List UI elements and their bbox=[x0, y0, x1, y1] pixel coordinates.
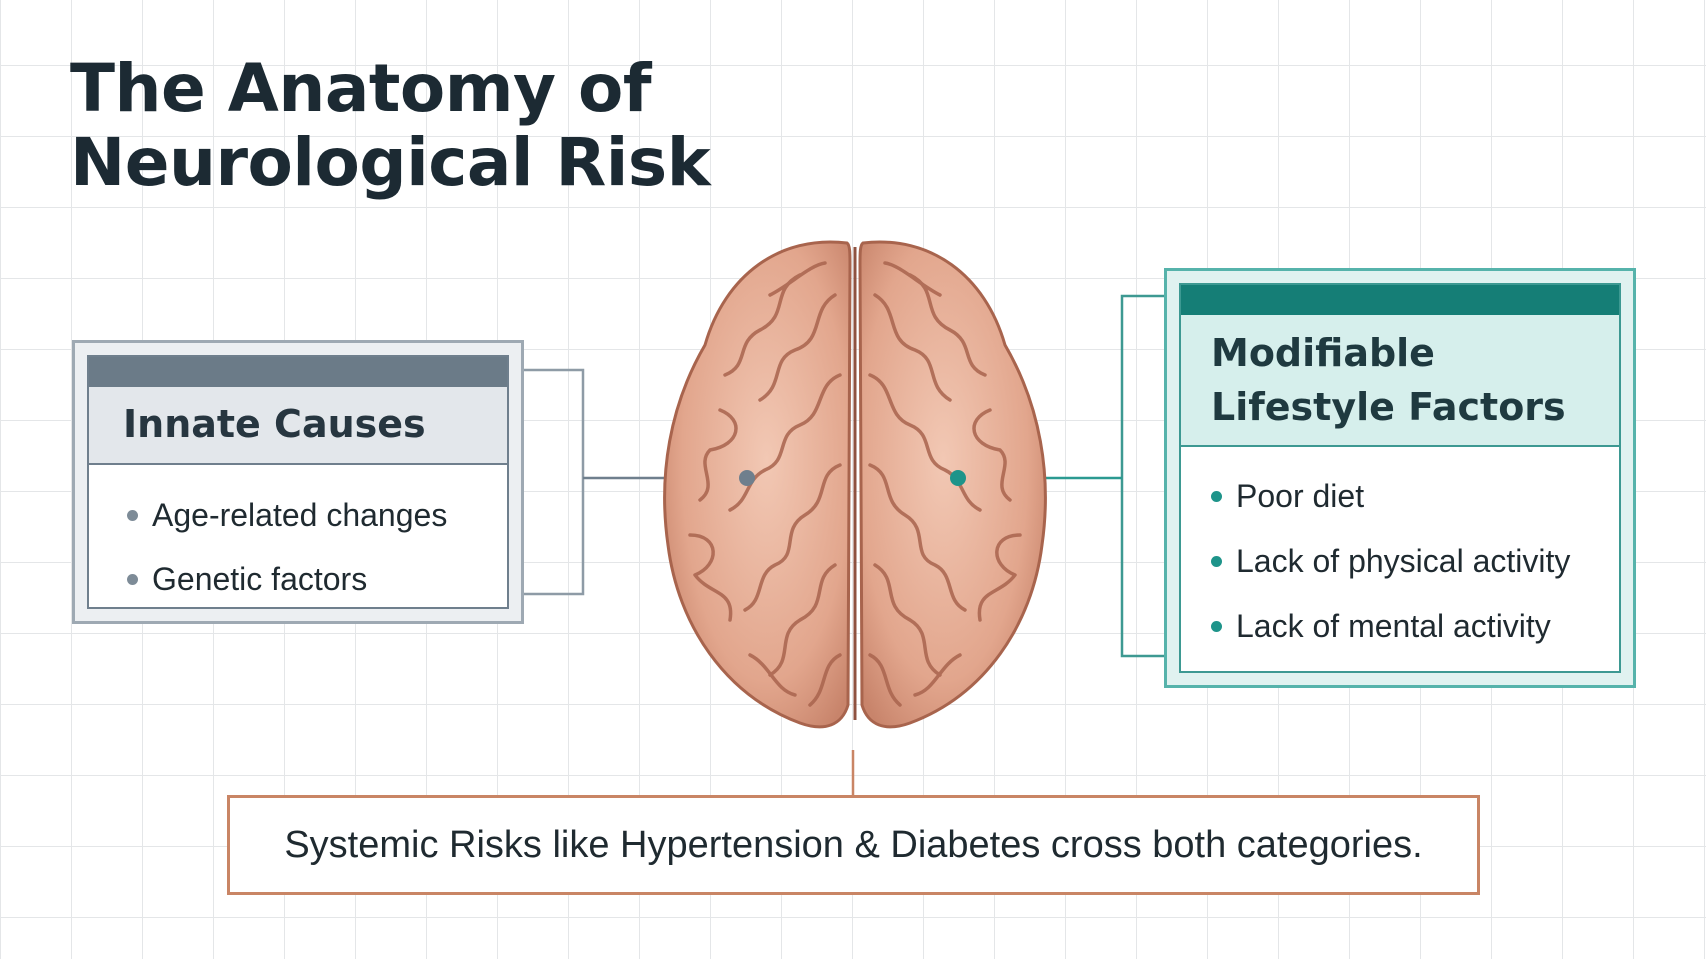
innate-header-bar bbox=[89, 357, 507, 387]
modifiable-header-bar bbox=[1181, 285, 1619, 315]
modifiable-list: Poor diet Lack of physical activity Lack… bbox=[1181, 447, 1619, 659]
modifiable-header: Modifiable Lifestyle Factors bbox=[1181, 315, 1619, 447]
innate-causes-panel: Innate Causes Age-related changes Geneti… bbox=[87, 355, 509, 609]
innate-list: Age-related changes Genetic factors bbox=[89, 465, 507, 611]
systemic-risks-box: Systemic Risks like Hypertension & Diabe… bbox=[227, 795, 1480, 895]
innate-header: Innate Causes bbox=[89, 387, 507, 465]
bullet-icon bbox=[1211, 491, 1222, 502]
modifiable-connector-dot bbox=[950, 470, 966, 486]
modifiable-factors-card: Modifiable Lifestyle Factors Poor diet L… bbox=[1164, 268, 1636, 688]
modifiable-heading: Modifiable Lifestyle Factors bbox=[1211, 326, 1566, 434]
systemic-risks-text: Systemic Risks like Hypertension & Diabe… bbox=[284, 824, 1422, 867]
list-item-label: Genetic factors bbox=[152, 561, 367, 598]
bullet-icon bbox=[1211, 556, 1222, 567]
modifiable-heading-line-1: Modifiable bbox=[1211, 331, 1435, 375]
list-item: Poor diet bbox=[1211, 464, 1619, 529]
list-item: Genetic factors bbox=[127, 547, 507, 611]
list-item-label: Lack of physical activity bbox=[1236, 543, 1570, 580]
list-item-label: Poor diet bbox=[1236, 478, 1364, 515]
bullet-icon bbox=[127, 510, 138, 521]
modifiable-factors-panel: Modifiable Lifestyle Factors Poor diet L… bbox=[1179, 283, 1621, 673]
list-item-label: Age-related changes bbox=[152, 497, 447, 534]
innate-causes-card: Innate Causes Age-related changes Geneti… bbox=[72, 340, 524, 624]
list-item-label: Lack of mental activity bbox=[1236, 608, 1551, 645]
innate-connector-dot bbox=[739, 470, 755, 486]
list-item: Lack of physical activity bbox=[1211, 529, 1619, 594]
modifiable-heading-line-2: Lifestyle Factors bbox=[1211, 385, 1566, 429]
innate-heading: Innate Causes bbox=[123, 402, 426, 448]
list-item: Age-related changes bbox=[127, 483, 507, 547]
bullet-icon bbox=[127, 574, 138, 585]
list-item: Lack of mental activity bbox=[1211, 594, 1619, 659]
bullet-icon bbox=[1211, 621, 1222, 632]
